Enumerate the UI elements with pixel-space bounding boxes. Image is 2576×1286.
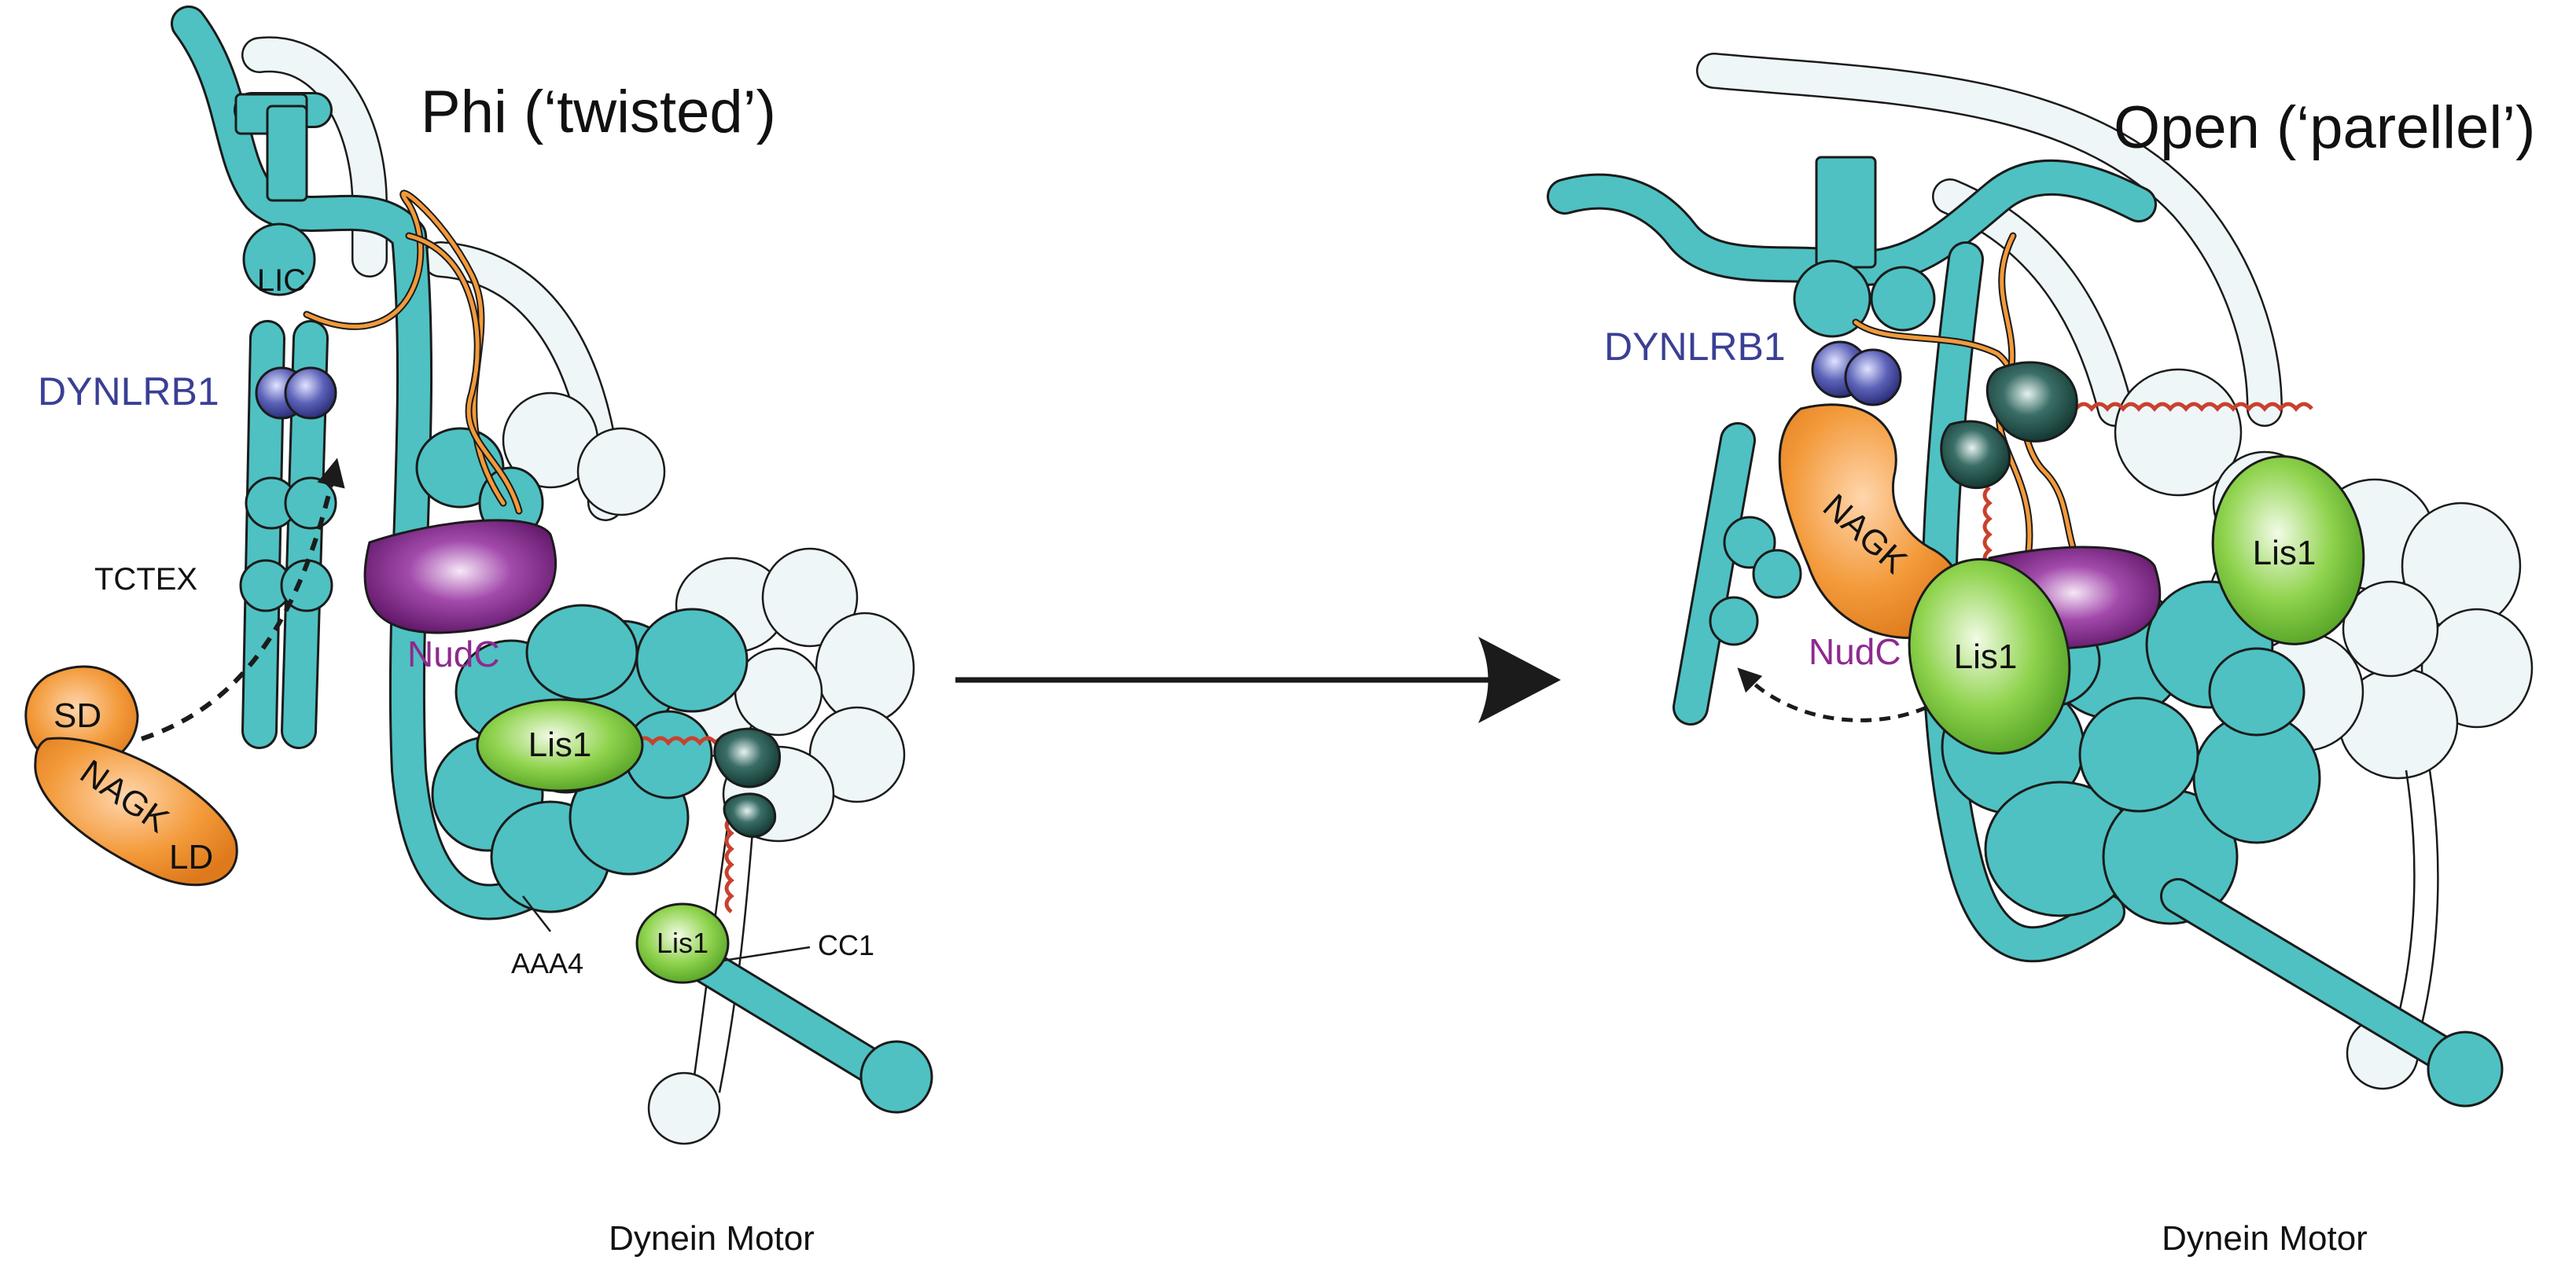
coiled-coil-left-b bbox=[724, 816, 734, 913]
lic-strands-left bbox=[303, 189, 523, 515]
phi-title: Phi (‘twisted’) bbox=[421, 79, 776, 145]
phi-panel: Phi (‘twisted’) LIC DYNLRB1 TCTEX SD NAG… bbox=[24, 6, 933, 1258]
dynlrb1-label-left: DYNLRB1 bbox=[38, 369, 219, 413]
dynein-heavy-chain-left bbox=[171, 6, 553, 920]
lis1-left-a bbox=[476, 698, 644, 792]
dynlrb1-dimer-left bbox=[255, 366, 337, 420]
ld-label: LD bbox=[169, 838, 213, 876]
nudc-label-right: NudC bbox=[1809, 631, 1901, 672]
lis1-label-left-a: Lis1 bbox=[528, 726, 592, 764]
knob-domains-left bbox=[713, 727, 781, 838]
transition-arrow bbox=[955, 637, 1561, 723]
nudc-left bbox=[363, 519, 557, 634]
nudc-label-left: NudC bbox=[407, 634, 500, 674]
aaa4-label: AAA4 bbox=[511, 947, 583, 979]
dynein-motor-caption-left: Dynein Motor bbox=[609, 1219, 815, 1258]
lis1-label-right-b: Lis1 bbox=[2253, 534, 2317, 572]
open-title: Open (‘parellel’) bbox=[2114, 94, 2535, 161]
coiled-coil-right-a bbox=[2074, 402, 2313, 412]
tctex-label: TCTEX bbox=[94, 562, 197, 597]
lis1-right-a bbox=[1908, 558, 2071, 755]
lis1-left-b bbox=[635, 902, 730, 984]
lis1-right-b bbox=[2211, 455, 2365, 645]
open-panel: Open (‘parellel’) DYNLRB1 NAGK NudC Lis1… bbox=[1547, 53, 2535, 1258]
cc1-leader bbox=[723, 946, 811, 962]
cc1-stalk-right bbox=[2160, 878, 2504, 1108]
dynlrb1-label-right: DYNLRB1 bbox=[1604, 325, 1786, 369]
knob-domains-right bbox=[1940, 361, 2078, 489]
lis1-label-right-a: Lis1 bbox=[1954, 637, 2018, 676]
cc1-label: CC1 bbox=[818, 929, 874, 961]
lis1-label-left-b: Lis1 bbox=[657, 927, 708, 959]
nudc-dashed-arrow-right bbox=[1737, 667, 1927, 722]
sd-label: SD bbox=[53, 696, 101, 735]
aaa4-leader bbox=[522, 895, 551, 932]
dynlrb1-dimer-right bbox=[1811, 340, 1902, 406]
dynein-motor-caption-right: Dynein Motor bbox=[2162, 1219, 2368, 1258]
lic-label: LIC bbox=[257, 263, 306, 298]
nagk-left bbox=[24, 665, 238, 887]
